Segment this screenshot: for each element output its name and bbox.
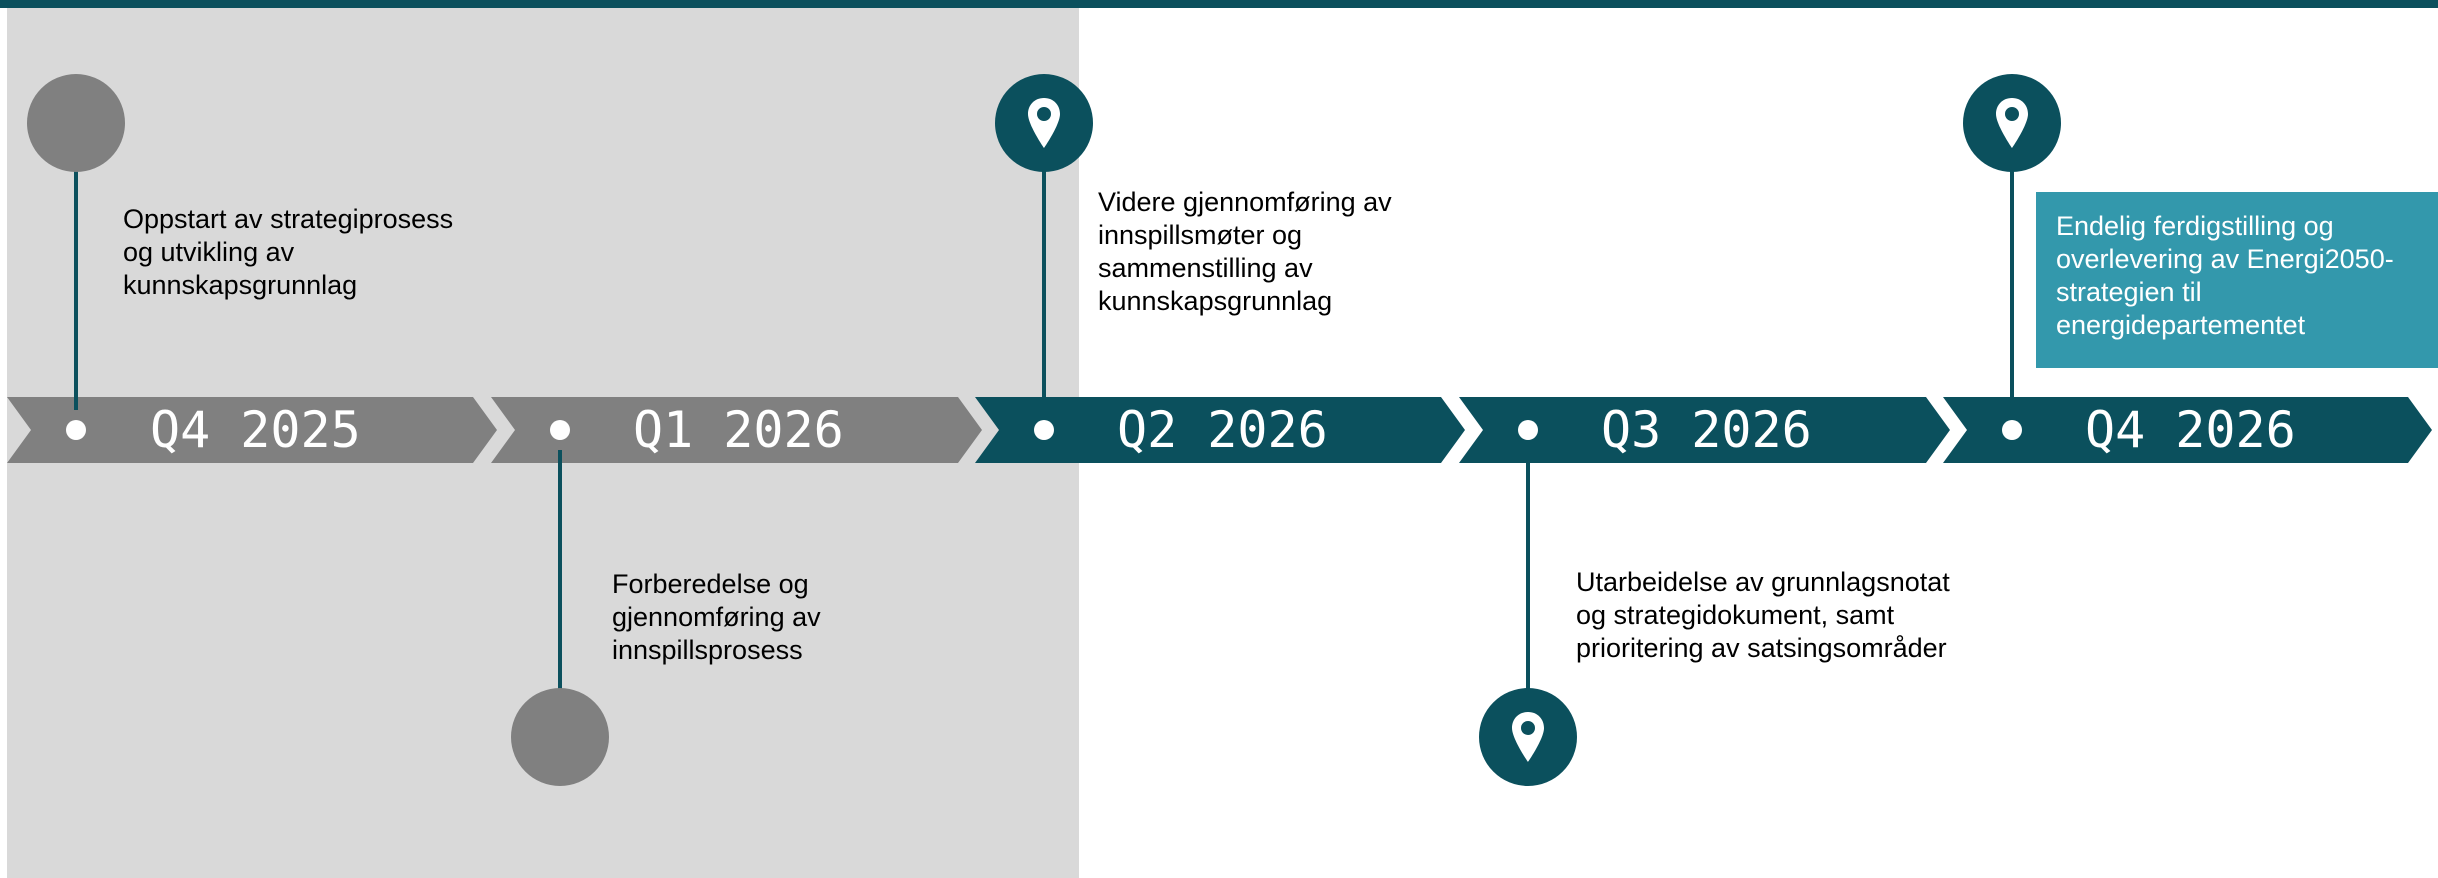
quarter-label-q4-2025: Q4 2025 [150, 401, 361, 459]
description-line: Utarbeidelse av grunnlagsnotat [1576, 567, 1950, 597]
quarter-label-q3-2026: Q3 2026 [1601, 401, 1812, 459]
quarter-arrow-q1-2026 [491, 397, 982, 463]
description-line: energidepartementet [2056, 310, 2306, 340]
top-accent-bar [0, 0, 2438, 8]
quarter-arrow-q4-2025 [7, 397, 497, 463]
milestone-connector [1042, 170, 1046, 410]
milestone-description-q3-2026: Utarbeidelse av grunnlagsnotat og strate… [1576, 566, 1950, 665]
description-line: Videre gjennomføring av [1098, 187, 1392, 217]
timeline-dot [2002, 420, 2022, 440]
timeline-dot [550, 420, 570, 440]
map-pin-icon [995, 74, 1093, 172]
description-line: Oppstart av strategiprosess [123, 204, 454, 234]
milestone-marker-past [27, 74, 125, 172]
quarter-arrow-q2-2026 [975, 397, 1465, 463]
milestone-description-q4-2025: Oppstart av strategiprosess og utvikling… [123, 203, 453, 302]
timeline-dot [66, 420, 86, 440]
description-line: sammenstilling av [1098, 253, 1313, 283]
map-pin-icon [1479, 688, 1577, 786]
timeline-dot [1518, 420, 1538, 440]
description-line: overlevering av Energi2050- [2056, 244, 2394, 274]
description-line: innspillsprosess [612, 635, 803, 665]
quarter-label-q2-2026: Q2 2026 [1117, 401, 1328, 459]
description-line: innspillsmøter og [1098, 220, 1303, 250]
milestone-marker-past [511, 688, 609, 786]
milestone-connector [558, 450, 562, 690]
description-line: Endelig ferdigstilling og [2056, 211, 2334, 241]
quarter-label-q1-2026: Q1 2026 [633, 401, 844, 459]
description-line: kunnskapsgrunnlag [1098, 286, 1333, 316]
milestone-connector [2010, 170, 2014, 410]
description-line: strategien til [2056, 277, 2202, 307]
map-pin-icon [1963, 74, 2061, 172]
milestone-connector [1526, 450, 1530, 690]
milestone-description-q1-2026: Forberedelse og gjennomføring av innspil… [612, 568, 821, 667]
quarter-label-q4-2026: Q4 2026 [2085, 401, 2296, 459]
milestone-description-q4-2026: Endelig ferdigstilling og overlevering a… [2056, 210, 2438, 342]
description-line: og utvikling av [123, 237, 295, 267]
timeline-dot [1034, 420, 1054, 440]
milestone-connector [74, 170, 78, 410]
milestone-description-q2-2026: Videre gjennomføring av innspillsmøter o… [1098, 186, 1392, 318]
description-line: gjennomføring av [612, 602, 821, 632]
quarter-arrow-q3-2026 [1459, 397, 1950, 463]
description-line: prioritering av satsingsområder [1576, 633, 1947, 663]
final-milestone-callout: Endelig ferdigstilling og overlevering a… [2036, 192, 2438, 368]
quarter-arrow-q4-2026 [1943, 397, 2432, 463]
description-line: kunnskapsgrunnlag [123, 270, 358, 300]
description-line: og strategidokument, samt [1576, 600, 1895, 630]
description-line: Forberedelse og [612, 569, 809, 599]
